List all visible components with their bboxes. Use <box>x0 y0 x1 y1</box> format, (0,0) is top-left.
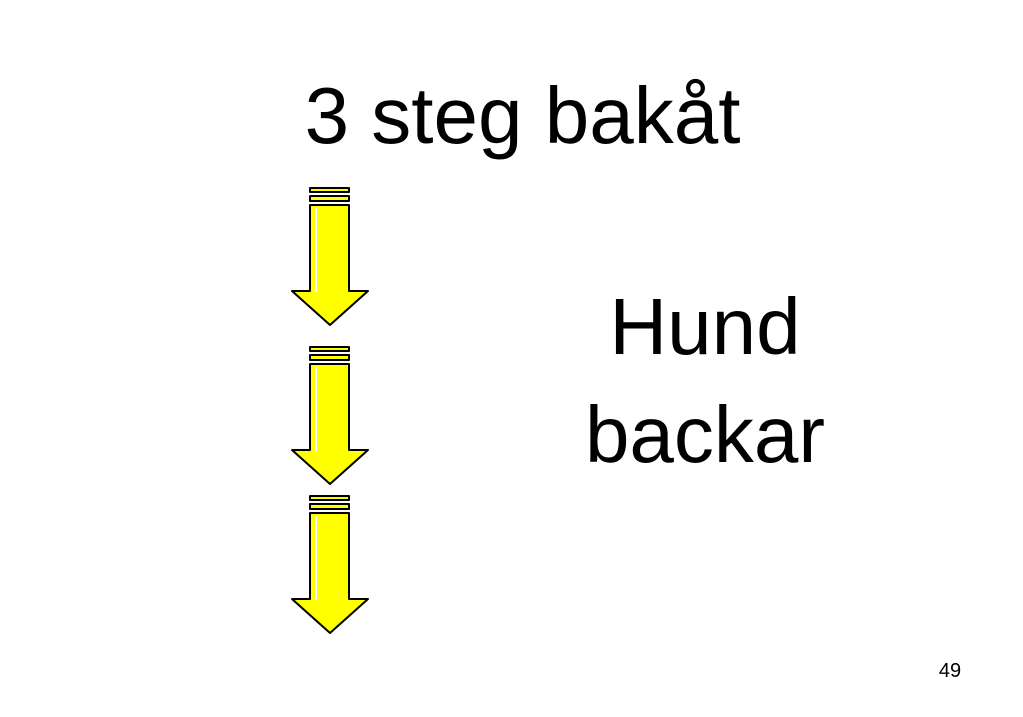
down-arrow-shape <box>291 346 369 485</box>
down-arrow-shape <box>291 187 369 326</box>
body-text: Hund backar <box>540 273 870 489</box>
down-arrow-icon <box>290 186 370 328</box>
slide-title: 3 steg bakåt <box>304 71 741 160</box>
body-line-1: Hund <box>609 282 801 371</box>
down-arrow-icon <box>290 494 370 636</box>
page-number: 49 <box>938 660 962 682</box>
down-arrow-shape <box>291 495 369 634</box>
body-line-2: backar <box>584 390 826 479</box>
down-arrow-icon <box>290 345 370 487</box>
